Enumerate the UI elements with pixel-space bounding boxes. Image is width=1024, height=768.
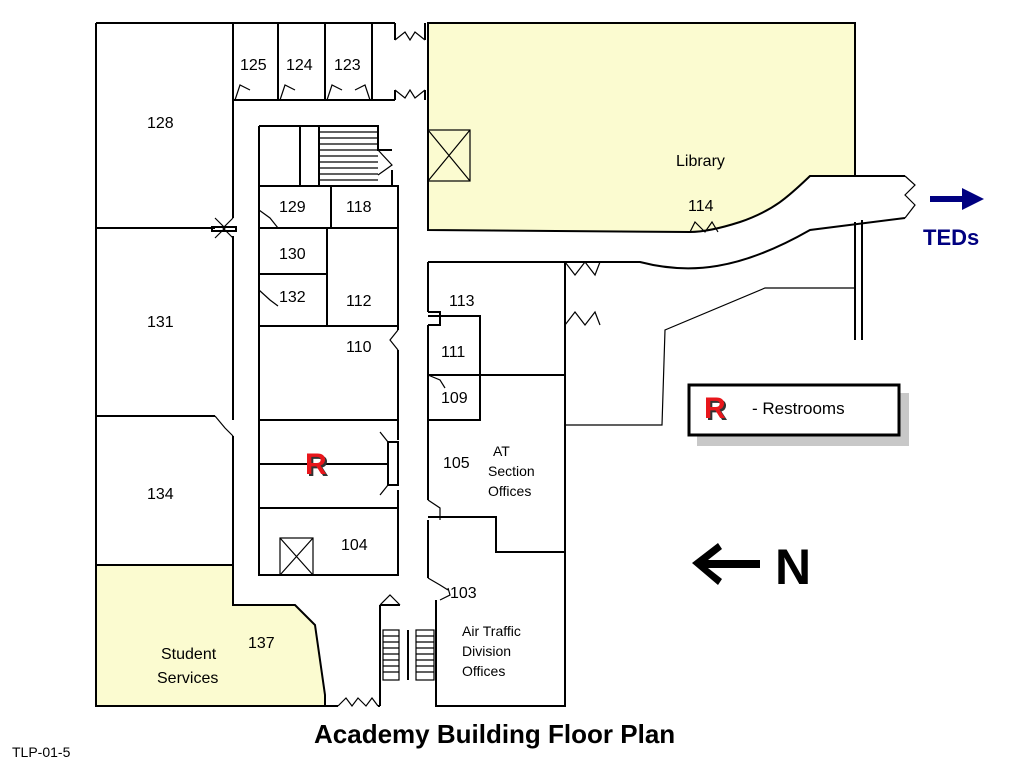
- library-elevator-icon: [427, 129, 471, 182]
- stair-treads-north: [319, 131, 378, 181]
- room-114: 114: [688, 198, 714, 215]
- room-130: 130: [279, 246, 306, 263]
- legend-symbol-shadow: R: [706, 394, 728, 427]
- top-rooms: 125 124 123: [232, 23, 395, 101]
- atd-offices-line1: Air Traffic: [462, 623, 521, 639]
- room-131: 131: [147, 314, 174, 331]
- atd-offices-line2: Division: [462, 643, 511, 659]
- student-services: 137 Student Services: [157, 635, 275, 687]
- room-129: 129: [279, 199, 306, 216]
- east-rooms: 113 111 109 105 103 AT Section Offices A…: [427, 261, 566, 707]
- at-offices-line1: AT: [493, 443, 510, 459]
- room-125: 125: [240, 57, 267, 74]
- room-103: 103: [450, 585, 477, 602]
- student-services-line1: Student: [161, 646, 217, 663]
- elevator-icon: [279, 537, 314, 576]
- room-112: 112: [346, 293, 372, 310]
- room-124: 124: [286, 57, 313, 74]
- page-title: Academy Building Floor Plan: [314, 719, 675, 749]
- room-128: 128: [147, 115, 174, 132]
- legend-symbol: R: [704, 392, 726, 425]
- library-label: Library: [676, 153, 725, 170]
- library-interior: Library 114: [427, 129, 725, 233]
- room-104: 104: [341, 537, 368, 554]
- right-arrow-icon: [930, 188, 984, 210]
- central-core: 129 118 130 132 112 110 104 R R: [258, 125, 399, 576]
- room-123: 123: [334, 57, 361, 74]
- reference-code: TLP-01-5: [12, 744, 71, 760]
- room-118: 118: [346, 199, 372, 216]
- room-137: 137: [248, 635, 275, 652]
- room-109: 109: [441, 390, 468, 407]
- teds-direction: TEDs: [923, 188, 984, 250]
- left-arrow-icon: [692, 543, 760, 585]
- south-stairs: [379, 594, 437, 706]
- room-113: 113: [449, 293, 475, 310]
- north-indicator: N: [692, 539, 811, 595]
- legend-text: - Restrooms: [752, 399, 845, 418]
- room-134: 134: [147, 486, 174, 503]
- room-111: 111: [441, 344, 465, 361]
- library-area: [427, 22, 856, 234]
- at-offices-line2: Section: [488, 463, 535, 479]
- restroom-marker-shadow: R: [307, 450, 329, 483]
- at-offices-line3: Offices: [488, 483, 531, 499]
- room-132: 132: [279, 289, 306, 306]
- teds-corridor: [564, 175, 916, 340]
- restroom-legend: R R - Restrooms: [565, 287, 909, 446]
- room-105: 105: [443, 455, 470, 472]
- restroom-marker: R: [305, 448, 327, 481]
- north-letter: N: [775, 539, 811, 595]
- room-110: 110: [346, 339, 372, 356]
- teds-label: TEDs: [923, 225, 979, 250]
- left-rooms: 128 131 134: [96, 100, 237, 605]
- student-services-line2: Services: [157, 670, 218, 687]
- atd-offices-line3: Offices: [462, 663, 505, 679]
